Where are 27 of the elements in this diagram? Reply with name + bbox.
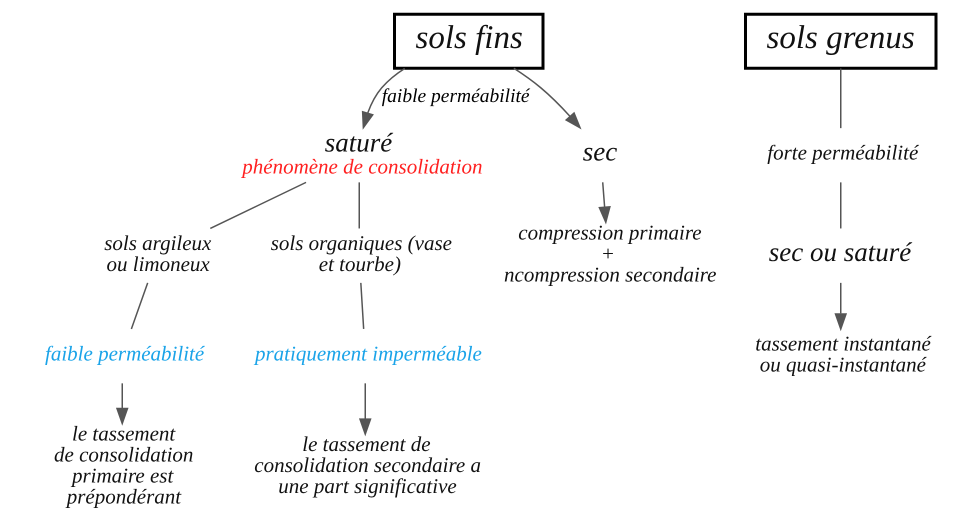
connector: [840, 68, 842, 128]
node-text: forte perméabilité: [767, 140, 918, 164]
node-text: sec ou saturé: [768, 236, 912, 267]
node-text: pratiquement imperméable: [255, 341, 482, 366]
node-box: sols grenus: [744, 12, 938, 70]
connector: [358, 182, 360, 228]
node-text: tassement instantané ou quasi-instantané: [755, 332, 931, 377]
arrow: [358, 383, 372, 436]
node-text: sec: [582, 136, 618, 166]
node-text: le tassement de consolidation secondaire a une part significative: [254, 432, 481, 498]
connector: [210, 182, 306, 230]
connector: [840, 182, 842, 228]
edge-label: faible perméabilité: [382, 86, 530, 107]
connector: [360, 282, 364, 330]
arrow: [598, 182, 611, 224]
node-text: sols argileux ou limoneux: [104, 231, 212, 276]
node-text: saturé phénomène de consolidation: [242, 127, 483, 179]
node-box: sols fins: [393, 12, 544, 70]
node-text: sols organiques (vase et tourbe): [270, 231, 452, 276]
node-text: faible perméabilité: [45, 341, 204, 366]
arrow: [116, 383, 129, 426]
arrow: [513, 68, 582, 130]
connector: [130, 282, 148, 330]
arrow: [834, 282, 848, 332]
node-text: compression primaire + ncompression secondaire: [504, 220, 716, 287]
node-text: le tassement de consolidation primaire est prépondérant: [54, 422, 194, 509]
arrow: [362, 68, 406, 130]
